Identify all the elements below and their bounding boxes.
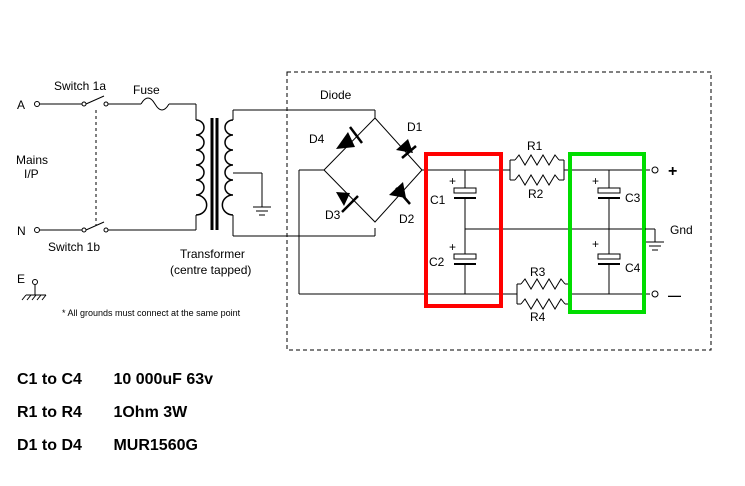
ground-note: * All grounds must connect at the same p… (62, 308, 241, 318)
terminal-e-label: E (17, 272, 25, 286)
spec-value: MUR1560G (113, 437, 198, 454)
svg-text:+: + (449, 240, 456, 254)
output-minus-label: — (668, 288, 681, 303)
diode-d4 (336, 132, 355, 149)
spec-value: 1Ohm 3W (113, 404, 188, 421)
capacitor-c2: + (449, 229, 477, 294)
spec-parts: R1 to R4 (17, 404, 82, 421)
mains-line-n: N (17, 215, 197, 238)
output-minus-terminal (651, 290, 659, 298)
switch-1b (85, 221, 105, 231)
spec-row-diodes: D1 to D4 MUR1560G (17, 437, 198, 455)
centre-tapped-label: (centre tapped) (170, 263, 251, 277)
capacitor-c1: + (449, 170, 477, 229)
resistors-r3-r4 (516, 278, 650, 310)
rectifier-enclosure (286, 71, 712, 351)
r4-label: R4 (530, 310, 546, 324)
spec-row-capacitors: C1 to C4 10 000uF 63v (17, 371, 213, 389)
gnd-label: Gnd (670, 223, 693, 237)
switch-1b-label: Switch 1b (48, 240, 100, 254)
d4-label: D4 (309, 132, 325, 146)
resistors-r1-r2 (509, 154, 650, 186)
capacitor-c3: + (592, 170, 621, 229)
terminal-n-label: N (17, 224, 26, 238)
spec-value: 10 000uF 63v (113, 371, 214, 388)
svg-text:+: + (449, 174, 456, 188)
spec-parts: D1 to D4 (17, 437, 82, 454)
terminal-a-label: A (17, 98, 25, 112)
earth-terminal: E (17, 272, 47, 301)
r2-label: R2 (528, 187, 544, 201)
transformer-label: Transformer (180, 247, 245, 261)
output-plus-terminal (651, 166, 659, 174)
fuse-label: Fuse (133, 83, 160, 97)
mains-label: Mains (16, 153, 48, 167)
diode-d1 (396, 139, 413, 153)
diode-label: Diode (320, 88, 352, 102)
c3-label: C3 (625, 191, 641, 205)
r3-label: R3 (530, 265, 546, 279)
c1-label: C1 (430, 193, 446, 207)
d1-label: D1 (407, 120, 423, 134)
ip-label: I/P (24, 167, 39, 181)
diode-d3 (336, 192, 350, 206)
fuse-symbol (140, 97, 170, 111)
output-plus-label: + (668, 163, 677, 180)
output-gnd (645, 228, 664, 251)
primary-winding (195, 119, 208, 216)
d3-label: D3 (325, 208, 341, 222)
svg-text:+: + (592, 237, 599, 251)
switch-1a-label: Switch 1a (54, 79, 106, 93)
mains-line-a: A (17, 95, 197, 120)
spec-row-resistors: R1 to R4 1Ohm 3W (17, 404, 187, 422)
capacitor-c4: + (592, 229, 621, 294)
d2-label: D2 (399, 212, 415, 226)
first-stage-highlight (424, 152, 503, 308)
diode-bridge (298, 110, 465, 294)
r1-label: R1 (527, 139, 543, 153)
secondary-winding (221, 119, 234, 216)
c2-label: C2 (429, 255, 445, 269)
svg-text:+: + (592, 174, 599, 188)
second-stage-highlight (568, 152, 646, 314)
transformer (195, 109, 375, 237)
switch-1a (85, 95, 105, 105)
c4-label: C4 (625, 261, 641, 275)
spec-parts: C1 to C4 (17, 371, 82, 388)
